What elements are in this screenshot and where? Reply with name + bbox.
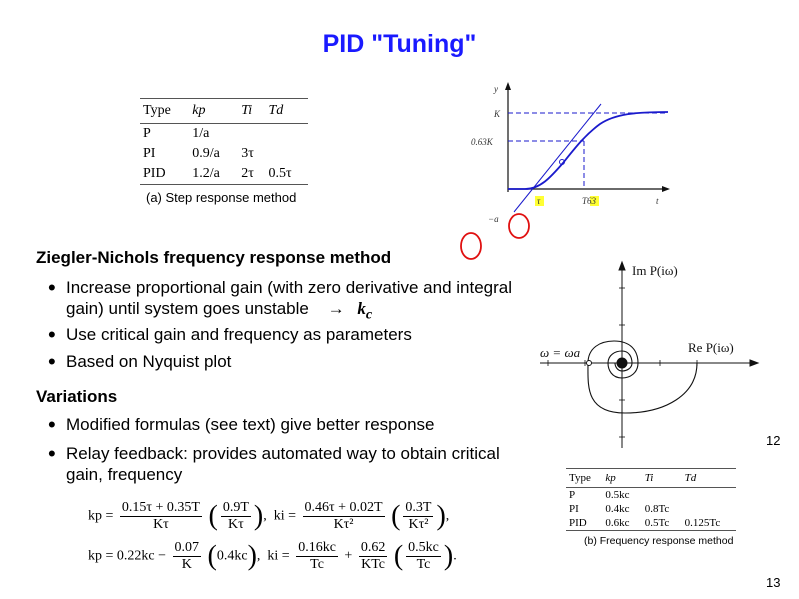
cell	[642, 488, 682, 503]
numerator: 0.9T	[220, 500, 251, 517]
col-header: Type	[140, 98, 190, 124]
table-row: P 0.5kc	[566, 488, 736, 503]
cell: 0.5τ	[268, 166, 292, 181]
k-label: K	[493, 109, 501, 119]
formula-alt: 0.4kc	[216, 548, 248, 564]
formula-lhs: kp = 0.22kc −	[88, 548, 167, 564]
denominator: KTc	[361, 557, 386, 572]
col-header: kp	[602, 468, 642, 488]
col-header: Ti	[641, 468, 682, 488]
denominator: Kτ	[227, 517, 244, 532]
omega-label: ω = ωa	[540, 345, 581, 360]
plus-sign: +	[344, 548, 353, 564]
tau-label: τ	[537, 196, 541, 206]
cell: 0.9/a	[192, 146, 220, 161]
bullet-icon: •	[48, 275, 56, 300]
col-header: Td	[681, 468, 736, 488]
bullet-text: Based on Nyquist plot	[66, 352, 232, 371]
bullet-item: • Based on Nyquist plot	[36, 349, 232, 374]
bullet-text: Use critical gain and frequency as param…	[66, 325, 412, 344]
bullet-text: Increase proportional gain (with zero de…	[66, 278, 513, 318]
denominator: Kτ²	[333, 517, 354, 532]
table-caption: (b) Frequency response method	[584, 535, 734, 547]
cell: 0.125Tc	[684, 517, 721, 529]
kc-symbol: k	[357, 299, 366, 318]
k63-label: 0.63K	[471, 137, 494, 147]
cell: 0.5Tc	[644, 517, 670, 529]
slide-title: PID "Tuning"	[322, 30, 477, 58]
numerator: 0.46τ + 0.02T	[302, 500, 385, 517]
col-header: Type	[566, 468, 603, 488]
table-row: PI 0.4kc 0.8Tc	[566, 502, 736, 516]
col-header: kp	[189, 98, 239, 124]
cell	[682, 502, 736, 516]
table-row: PID 1.2/a 2τ 0.5τ	[140, 164, 308, 185]
cell: 1/a	[192, 126, 210, 141]
bullet-item: • Relay feedback: provides automated way …	[36, 443, 526, 485]
im-axis-label: Im P(iω)	[632, 263, 678, 278]
denominator: Kτ	[153, 517, 169, 532]
bullet-icon: •	[48, 441, 56, 466]
cell: PI	[143, 146, 156, 161]
numerator: 0.3T	[403, 500, 434, 517]
denominator: K	[181, 557, 192, 572]
neg-a-label: −a	[488, 214, 499, 224]
page-number: 13	[766, 575, 781, 590]
cell: PI	[569, 503, 579, 515]
cell: 2τ	[241, 166, 254, 181]
table-row: PID 0.6kc 0.5Tc 0.125Tc	[566, 516, 736, 531]
step-response-table: Type kp Ti Td P 1/a PI 0.9/a 3τ PID 1.2/a 2τ 0…	[140, 98, 308, 205]
cell: 0.5kc	[605, 489, 630, 501]
t63-label: T63	[582, 196, 597, 206]
section-heading-zn: Ziegler-Nichols frequency response metho…	[36, 248, 392, 267]
page-number: 12	[766, 433, 781, 448]
kc-sub: c	[365, 306, 373, 323]
cell: P	[569, 489, 576, 501]
cell: PID	[569, 517, 587, 529]
bullet-icon: •	[48, 349, 56, 374]
cell: PID	[143, 166, 166, 181]
denominator: Tc	[310, 557, 324, 572]
cell: 3τ	[241, 146, 254, 161]
section-heading-variations: Variations	[36, 387, 118, 406]
formula-lhs: ki =	[273, 508, 296, 524]
numerator: 0.62	[358, 540, 388, 557]
cell: 0.8Tc	[644, 503, 670, 515]
denominator: Kτ²	[408, 517, 429, 532]
numerator: 0.07	[172, 540, 202, 557]
cell: 0.6kc	[605, 517, 630, 529]
bullet-icon: •	[48, 322, 56, 347]
arrow-icon: →	[327, 299, 345, 318]
y-axis-label: y	[493, 84, 498, 94]
bullet-icon: •	[48, 412, 56, 437]
numerator: 0.15τ + 0.35T	[119, 500, 202, 517]
formula-lhs: ki =	[267, 548, 290, 564]
re-axis-label: Re P(iω)	[688, 340, 734, 355]
numerator: 0.16kc	[296, 540, 338, 557]
frequency-response-table: Type kp Ti Td P 0.5kc PI 0.4kc 0.8Tc PID 0.6…	[566, 468, 736, 547]
denominator: Tc	[416, 557, 431, 572]
bullet-text: Modified formulas (see text) give better…	[66, 415, 435, 434]
cell: 0.4kc	[605, 503, 630, 515]
bullet-text: Relay feedback: provides automated way t…	[66, 444, 500, 484]
cell	[682, 488, 736, 503]
table-row: P 1/a	[140, 124, 308, 145]
numerator: 0.5kc	[406, 540, 441, 557]
cell: P	[143, 126, 151, 141]
bullet-item: • Modified formulas (see text) give bette…	[36, 412, 435, 437]
bullet-item: • Increase proportional gain (with zero …	[36, 277, 546, 325]
table-caption: (a) Step response method	[146, 190, 297, 205]
col-header: Td	[265, 98, 308, 124]
annotation-circles	[460, 213, 530, 260]
bullet-item: • Use critical gain and frequency as para…	[36, 322, 412, 347]
table-row: PI 0.9/a 3τ	[140, 144, 308, 164]
cell: 1.2/a	[192, 166, 220, 181]
x-axis-label: t	[656, 196, 659, 206]
col-header: Ti	[238, 98, 266, 124]
formula-lhs: kp =	[88, 508, 114, 524]
